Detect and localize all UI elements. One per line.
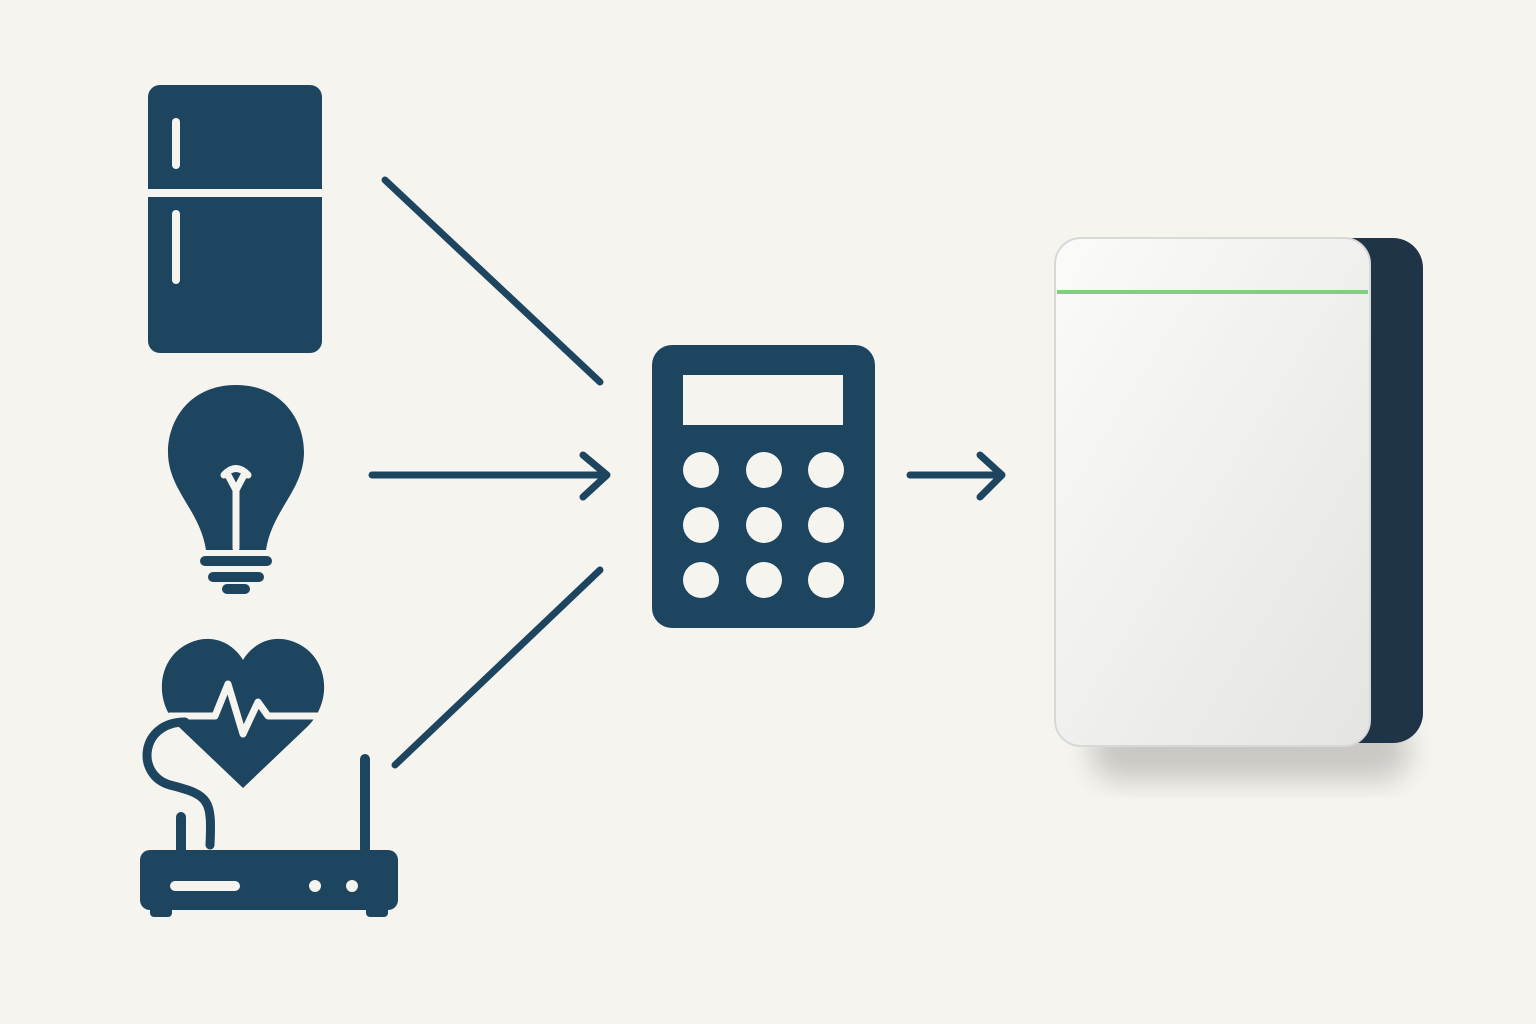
arrow-line-fridge <box>381 176 604 386</box>
arrow-line-devices <box>391 566 604 769</box>
refrigerator-icon <box>148 85 322 353</box>
home-battery <box>1054 237 1423 780</box>
heart-monitor-icon <box>142 638 325 850</box>
status-light <box>1057 290 1368 294</box>
arrow-right-icon <box>368 451 611 501</box>
arrow-right-icon <box>906 451 1006 501</box>
wifi-router-icon <box>140 754 398 917</box>
light-bulb-icon <box>168 385 304 594</box>
calculator-icon <box>652 345 875 628</box>
